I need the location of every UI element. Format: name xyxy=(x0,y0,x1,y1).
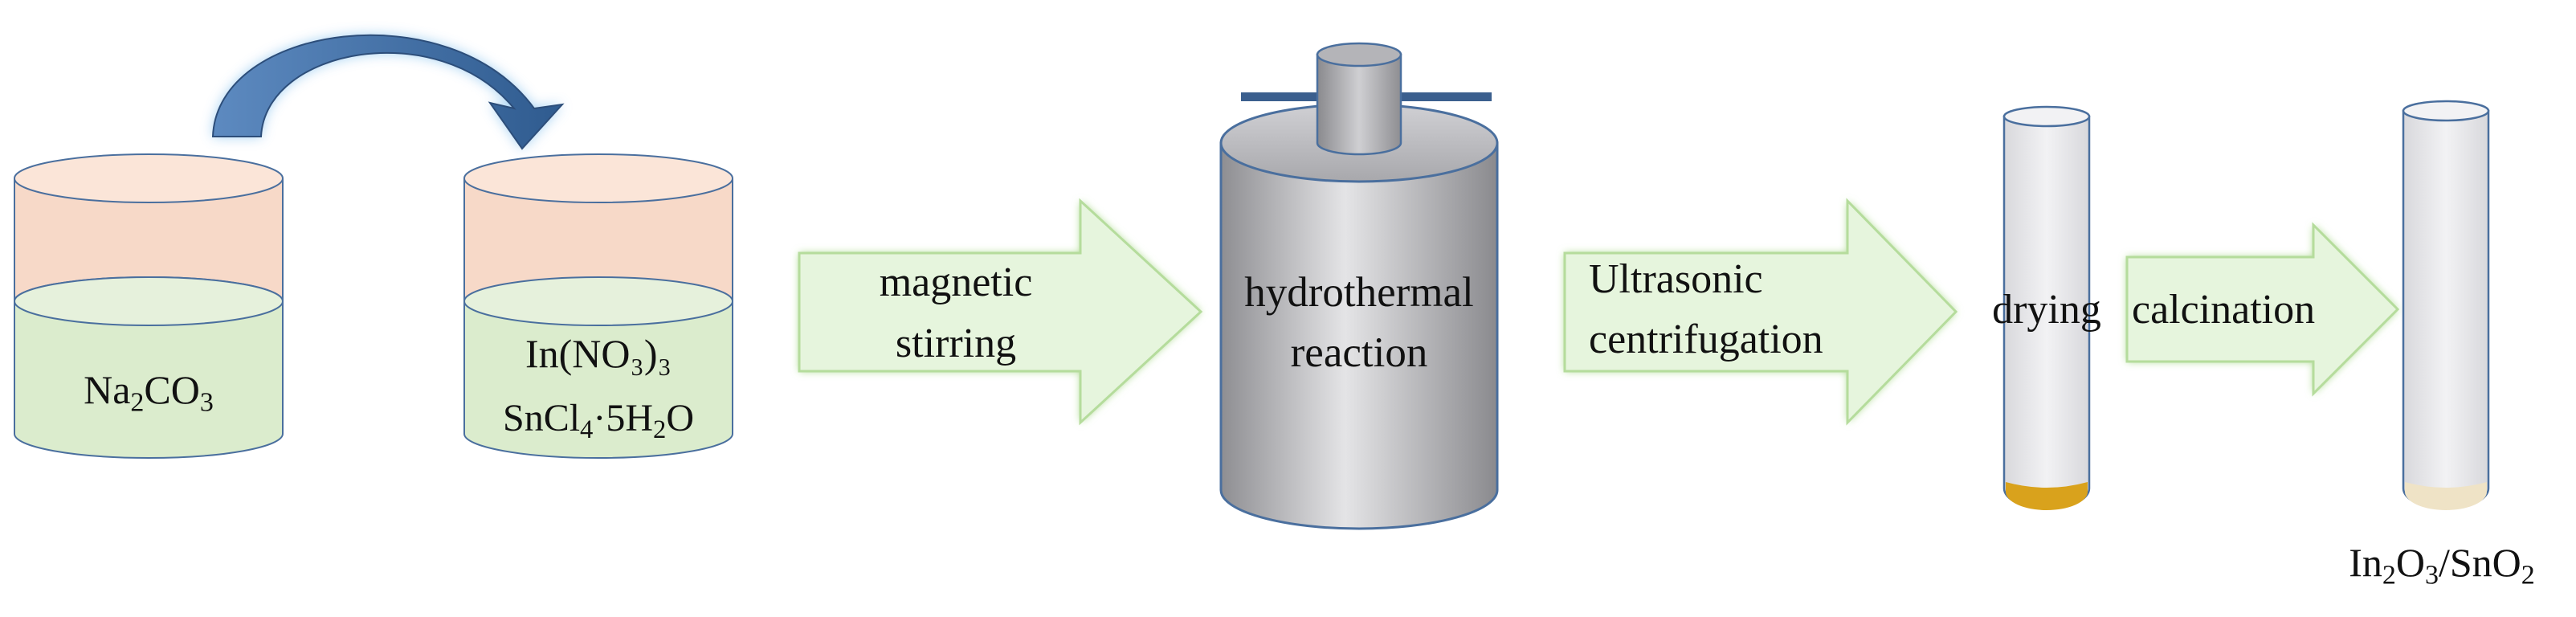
label-na2co3: Na2CO3 xyxy=(84,367,214,418)
label-drying: drying xyxy=(1992,287,2101,333)
transfer-arrow xyxy=(211,34,565,150)
beaker-precursors xyxy=(463,153,733,459)
process-arrow-centrifugation xyxy=(1563,198,1958,426)
label-tin-chloride: SnCl4·5H2O xyxy=(503,397,694,445)
label-indium-nitrate: In(NO₃)₃ xyxy=(525,331,672,376)
process-arrow-stirring xyxy=(798,198,1203,426)
hydrothermal-autoclave xyxy=(1219,42,1499,530)
beaker-na2co3 xyxy=(14,153,284,459)
label-centrifugation: centrifugation xyxy=(1589,317,1823,362)
process-arrow-calcination xyxy=(2125,222,2400,397)
tube-drying xyxy=(2002,105,2091,510)
label-reaction: reaction xyxy=(1290,329,1428,376)
label-magnetic: magnetic xyxy=(879,259,1033,305)
label-calcination: calcination xyxy=(2132,287,2316,333)
label-product: In2O3/SnO2 xyxy=(2349,540,2535,590)
tube-product xyxy=(2402,100,2490,510)
label-hydrothermal: hydrothermal xyxy=(1244,269,1474,316)
label-ultrasonic: Ultrasonic xyxy=(1589,256,1763,302)
label-stirring: stirring xyxy=(895,321,1017,366)
